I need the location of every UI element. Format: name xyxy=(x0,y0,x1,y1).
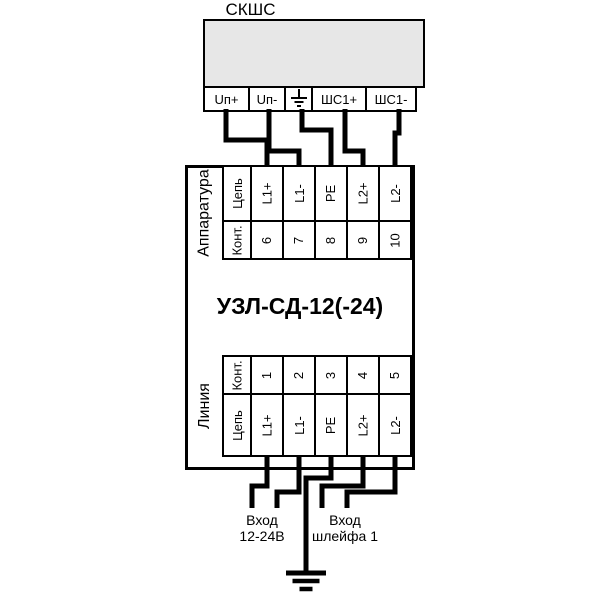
contact-cell: 1 xyxy=(252,357,282,393)
line-terminal-table: Конт. 1 2 3 4 5 Цепь L1+ L1- PE L2+ L2- xyxy=(222,355,412,457)
contact-cell: 10 xyxy=(380,222,410,258)
contact-cell: 3 xyxy=(316,357,346,393)
circuit-cell: L2+ xyxy=(348,395,378,455)
terminal-shs1-minus: ШС1- xyxy=(365,86,417,112)
circuit-cell: L1+ xyxy=(252,167,282,220)
circuit-cell: PE xyxy=(316,167,346,220)
contact-header-cell: Конт. xyxy=(224,222,250,258)
wire-up-minus xyxy=(266,109,302,167)
contact-header-cell: Конт. xyxy=(224,357,250,393)
circuit-cell: L2- xyxy=(380,167,410,220)
circuit-cell: PE xyxy=(316,395,346,455)
terminal-up-minus: Uп- xyxy=(248,86,286,112)
power-input-label: Вход 12-24В xyxy=(239,512,285,544)
terminal-ground xyxy=(284,86,313,112)
terminal-label: Uп- xyxy=(256,91,278,107)
skshs-title: СКШС xyxy=(225,0,276,19)
loop-input-label: Вход шлейфа 1 xyxy=(312,512,378,544)
circuit-cell: L1- xyxy=(284,395,314,455)
ground-icon xyxy=(290,89,307,107)
line-side-label: Линия xyxy=(188,355,222,457)
skshs-terminal-strip: Uп+ Uп- ШС1+ ШС1- xyxy=(203,86,417,112)
circuit-cell: L1- xyxy=(284,167,314,220)
earth-ground-icon xyxy=(286,570,326,592)
contact-cell: 8 xyxy=(316,222,346,258)
contact-cell: 4 xyxy=(348,357,378,393)
wire-pe-top xyxy=(299,109,334,167)
circuit-header-cell: Цепь xyxy=(224,395,250,455)
wire-up-plus xyxy=(223,109,270,167)
terminal-up-plus: Uп+ xyxy=(203,86,250,112)
circuit-cell: L1+ xyxy=(252,395,282,455)
contact-cell: 9 xyxy=(348,222,378,258)
contact-cell: 5 xyxy=(380,357,410,393)
device-name: УЗЛ-СД-12(-24) xyxy=(216,293,384,319)
terminal-label: Uп+ xyxy=(214,91,239,107)
apparatus-side-label: Аппаратура xyxy=(188,165,222,260)
line-side-label-text: Линия xyxy=(196,383,213,429)
terminal-label: ШС1+ xyxy=(320,91,358,107)
contact-cell: 6 xyxy=(252,222,282,258)
skshs-box xyxy=(203,19,425,88)
circuit-cell: L2+ xyxy=(348,167,378,220)
contact-cell: 2 xyxy=(284,357,314,393)
circuit-header-cell: Цепь xyxy=(224,167,250,220)
wire-shs1-minus xyxy=(392,109,402,167)
terminal-shs1-plus: ШС1+ xyxy=(311,86,367,112)
circuit-cell: L2- xyxy=(380,395,410,455)
apparatus-side-label-text: Аппаратура xyxy=(196,168,213,257)
apparatus-terminal-table: Цепь L1+ L1- PE L2+ L2- Конт. 6 7 8 9 10 xyxy=(222,165,412,260)
wire-shs1-plus xyxy=(342,109,366,167)
terminal-label: ШС1- xyxy=(374,91,408,107)
contact-cell: 7 xyxy=(284,222,314,258)
